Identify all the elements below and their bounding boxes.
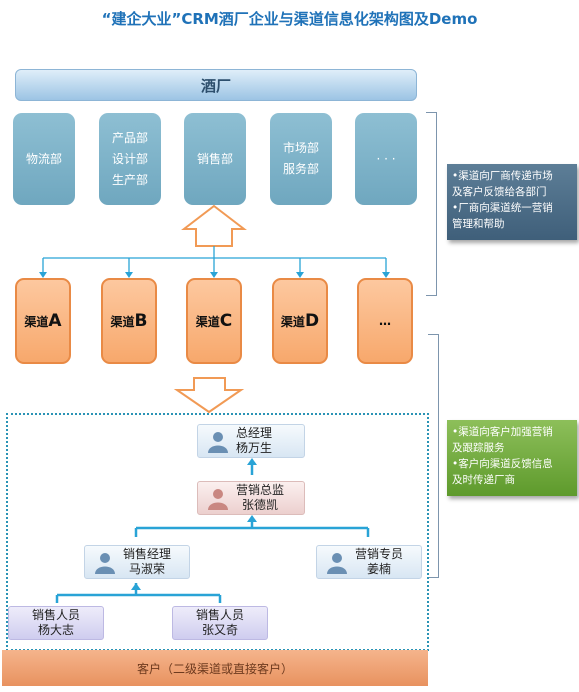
channel-connector-lines [42,246,387,272]
note-line: 及跟踪服务 [452,442,505,454]
note-line: •渠道向厂商传递市场 [452,170,553,182]
dept-product-design-production: 产品部 设计部 生产部 [99,113,161,205]
channel-prefix: 渠道 [280,314,305,329]
channel-prefix: 渠道 [24,314,49,329]
sales-manager-card: 销售经理马淑荣 [84,545,190,579]
channel-prefix: 渠道 [110,314,135,329]
lower-bracket [428,334,439,578]
channel-letter: D [304,311,320,331]
card-name: 姜楠 [367,562,392,576]
org-connector-arrowheads [131,458,257,590]
lower-note: •渠道向客户加强营销 及跟踪服务 •客户向渠道反馈信息 及时传递厂商 [447,420,577,496]
note-line: •客户向渠道反馈信息 [452,458,553,470]
card-role: 总经理 [236,426,273,440]
down-arrow-icon [173,377,245,414]
dept-label: 生产部 [111,172,148,187]
note-line: 及客户反馈给各部门 [452,186,547,198]
sales-specialist-card: 营销专员姜楠 [316,545,422,579]
card-name: 杨大志 [37,623,74,637]
gm-card: 总经理杨万生 [197,424,305,458]
card-name: 张又奇 [201,623,238,637]
sales-staff-card-1: 销售人员杨大志 [8,606,104,640]
dept-label: 服务部 [282,162,319,176]
person-icon [327,553,347,574]
dept-logistics: 物流部 [13,113,75,205]
dept-label: 产品部 [111,130,148,145]
person-icon [208,489,228,510]
card-role: 销售经理 [123,547,172,561]
dept-label: 销售部 [196,151,233,166]
factory-bar: 酒厂 [15,69,417,101]
channel-more: … [357,278,413,364]
upper-bracket [426,112,437,296]
channel-connector-arrowheads [39,272,390,278]
dept-label: 设计部 [111,151,148,166]
org-connector-lines [55,460,370,603]
sales-staff-card-2: 销售人员张又奇 [172,606,268,640]
note-line: 管理和帮助 [452,218,505,230]
card-name: 杨万生 [236,441,273,455]
person-icon [208,432,228,453]
channel-prefix: 渠道 [195,314,220,329]
card-role: 营销总监 [236,483,285,497]
note-line: •厂商向渠道统一营销 [452,202,553,214]
dept-label: 物流部 [25,151,62,166]
card-role: 销售人员 [31,608,80,622]
dept-label: · · · [376,151,396,166]
note-line: •渠道向客户加强营销 [452,426,553,438]
dept-label: 市场部 [282,141,319,155]
customer-bar: 客户（二级渠道或直接客户） [2,650,428,686]
card-name: 张德凯 [242,498,279,512]
upper-note: •渠道向厂商传递市场 及客户反馈给各部门 •厂商向渠道统一营销 管理和帮助 [447,164,577,240]
diagram-title: “建企大业”CRM酒厂企业与渠道信息化架构图及Demo [101,10,478,28]
dept-more: · · · [355,113,417,205]
card-name: 马淑荣 [129,562,166,576]
up-arrow-icon [181,204,247,247]
card-role: 营销专员 [355,547,404,561]
channel-letter: A [48,311,62,331]
dept-market-service: 市场部 服务部 [270,113,332,205]
dept-sales: 销售部 [184,113,246,205]
sales-director-card: 营销总监张德凯 [197,481,305,515]
channel-letter: … [379,314,391,328]
channel-letter: B [134,311,148,331]
channel-letter: C [219,311,233,331]
card-role: 销售人员 [195,608,244,622]
person-icon [95,553,115,574]
note-line: 及时传递厂商 [452,474,515,486]
